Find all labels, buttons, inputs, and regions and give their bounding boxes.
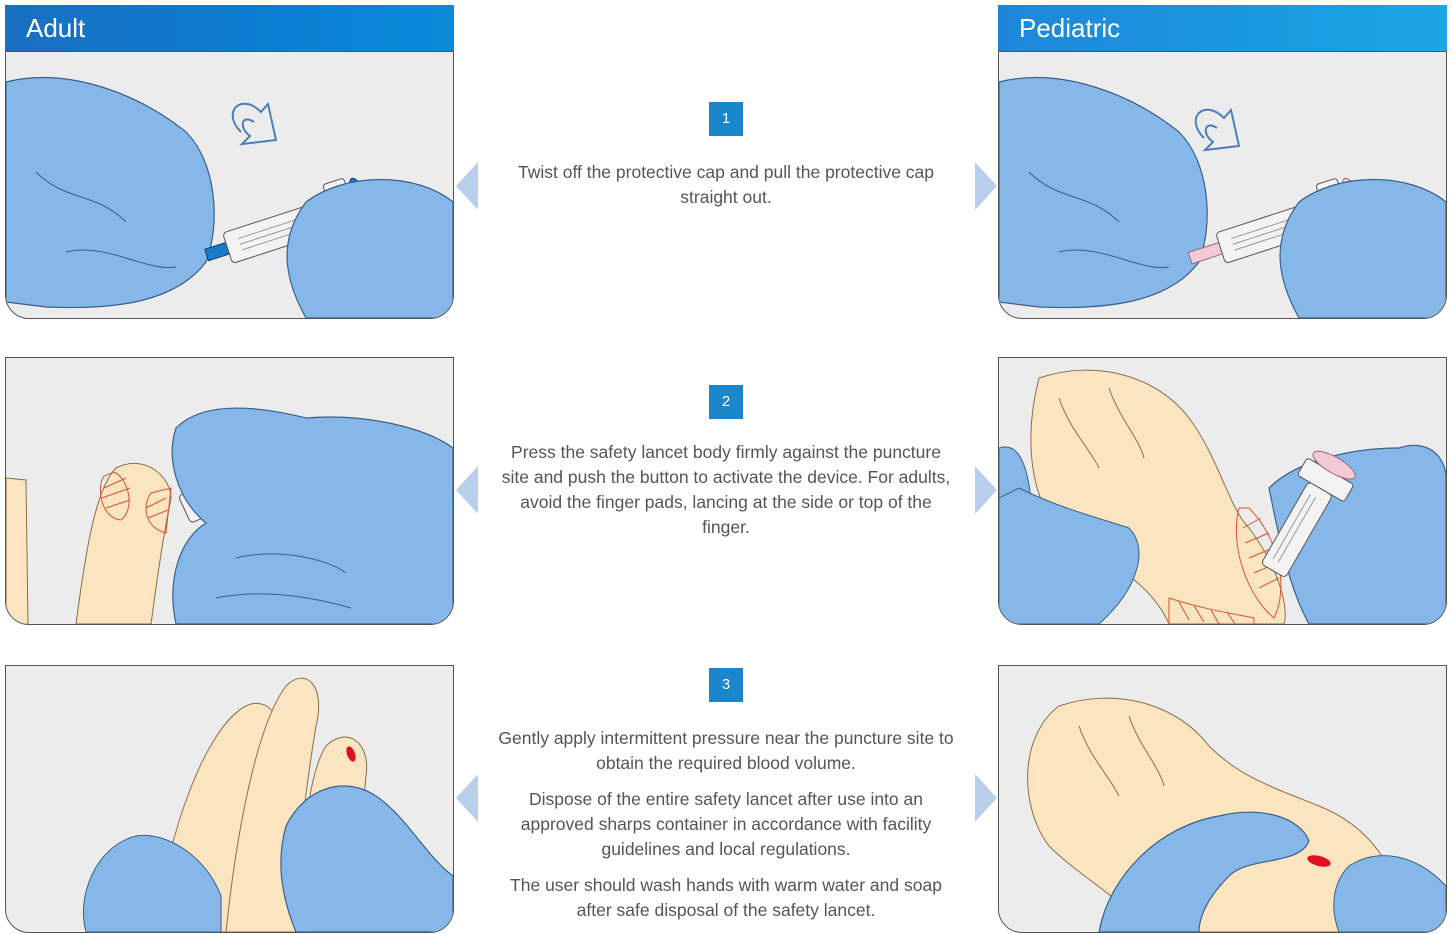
pediatric-step1-illustration xyxy=(998,51,1447,319)
pediatric-step2-illustration xyxy=(998,357,1447,625)
pediatric-step1-drawing xyxy=(999,52,1446,318)
adult-step3-illustration xyxy=(5,665,454,933)
step-3-paragraph-2: Dispose of the entire safety lancet afte… xyxy=(496,787,956,862)
adult-step1-drawing xyxy=(6,52,453,318)
left-pointer-arrow-2 xyxy=(456,466,478,514)
adult-step2-illustration xyxy=(5,357,454,625)
pediatric-step3-drawing xyxy=(999,666,1446,932)
step-1-paragraph: Twist off the protective cap and pull th… xyxy=(496,160,956,210)
step-2-badge: 2 xyxy=(709,385,743,419)
adult-step3-drawing xyxy=(6,666,453,932)
adult-column-header: Adult xyxy=(5,5,454,51)
pediatric-step2-drawing xyxy=(999,358,1446,624)
pediatric-step3-illustration xyxy=(998,665,1447,933)
step-3-paragraph-1: Gently apply intermittent pressure near … xyxy=(496,726,956,776)
left-pointer-arrow-1 xyxy=(456,162,478,210)
adult-header-label: Adult xyxy=(26,13,85,43)
step-3-paragraph-3: The user should wash hands with warm wat… xyxy=(496,873,956,923)
adult-step2-drawing xyxy=(6,358,453,624)
step-3-badge: 3 xyxy=(709,668,743,702)
pediatric-column-header: Pediatric xyxy=(998,5,1447,51)
step-2-text: Press the safety lancet body firmly agai… xyxy=(496,440,956,551)
pediatric-header-label: Pediatric xyxy=(1019,13,1120,43)
adult-step1-illustration xyxy=(5,51,454,319)
step-1-badge: 1 xyxy=(709,102,743,136)
step-1-text: Twist off the protective cap and pull th… xyxy=(496,160,956,221)
step-2-paragraph: Press the safety lancet body firmly agai… xyxy=(496,440,956,540)
step-3-text: Gently apply intermittent pressure near … xyxy=(496,726,956,934)
left-pointer-arrow-3 xyxy=(456,774,478,822)
right-pointer-arrow-3 xyxy=(975,774,997,822)
right-pointer-arrow-2 xyxy=(975,466,997,514)
right-pointer-arrow-1 xyxy=(975,162,997,210)
